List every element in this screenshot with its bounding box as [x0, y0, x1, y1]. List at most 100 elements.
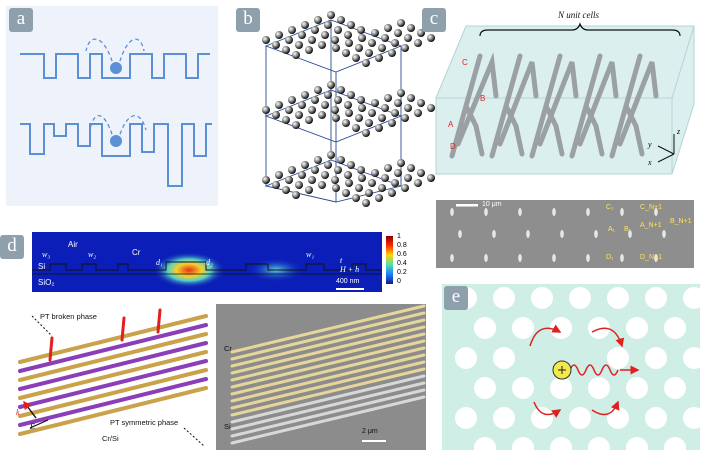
- lattice-atom: [262, 106, 270, 114]
- lattice-atom: [368, 179, 376, 187]
- lattice-atom: [375, 54, 383, 62]
- lattice-atom: [355, 114, 363, 122]
- sem-spot: [654, 208, 658, 216]
- lattice-atom: [311, 166, 319, 174]
- lattice-atom: [337, 16, 345, 24]
- lattice-atom: [272, 111, 280, 119]
- w3-label: w₃: [42, 250, 51, 259]
- sem-grating-rod: [230, 346, 426, 396]
- lattice-atom: [381, 174, 389, 182]
- lattice-atom: [298, 101, 306, 109]
- lattice-atom: [417, 99, 425, 107]
- lattice-atom: [332, 184, 340, 192]
- pt-rod: [18, 377, 208, 427]
- lattice-atom: [417, 169, 425, 177]
- lattice-atom: [381, 34, 389, 42]
- lattice-atom: [285, 106, 293, 114]
- lattice-atom: [327, 81, 335, 89]
- panel-b-3d-lattice: [262, 11, 435, 207]
- lattice-atom: [311, 96, 319, 104]
- crystal-hole: [626, 317, 648, 339]
- lattice-atom: [285, 176, 293, 184]
- sem-si-label: Si: [224, 422, 231, 431]
- panel-e: e: [442, 284, 700, 450]
- crystal-hole: [493, 287, 515, 309]
- lattice-atom: [324, 161, 332, 169]
- lattice-atom: [362, 199, 370, 207]
- d1-label: d₁: [156, 258, 163, 267]
- sem-spot: [484, 208, 488, 216]
- lattice-cage-lines: [264, 19, 403, 203]
- sem-spot: [484, 254, 488, 262]
- lattice-atom: [331, 36, 339, 44]
- lattice-atom: [352, 124, 360, 132]
- lattice-atom: [365, 189, 373, 197]
- sem-spot: [518, 208, 522, 216]
- lattice-atom: [391, 109, 399, 117]
- lattice-atom: [352, 54, 360, 62]
- lattice-atom: [397, 89, 405, 97]
- pt-rod: [18, 332, 208, 382]
- lattice-atom: [375, 194, 383, 202]
- sem-spot: [450, 254, 454, 262]
- lattice-atom: [292, 121, 300, 129]
- lattice-atom: [295, 111, 303, 119]
- dotted-boundary-top: [31, 315, 53, 337]
- emitter: [552, 360, 640, 380]
- lattice-atom: [347, 161, 355, 169]
- pt-marker: [48, 336, 54, 362]
- panel-c: c N unit cells C B A D z y x 10 μm C₁ A₁…: [422, 6, 700, 278]
- lattice-atom: [407, 164, 415, 172]
- lattice-atom: [378, 114, 386, 122]
- crystal-hole: [569, 407, 591, 429]
- lattice-atom: [308, 106, 316, 114]
- lattice-atom: [314, 16, 322, 24]
- panel-label-d: d: [0, 235, 24, 259]
- lattice-atom: [292, 51, 300, 59]
- crystal-hole: [645, 407, 667, 429]
- crystal-hole: [531, 287, 553, 309]
- panel-e-photonic-crystal: [455, 287, 700, 450]
- pt-rod: [18, 359, 208, 409]
- sem-label-b1: B₁: [624, 226, 632, 233]
- lattice-atom: [427, 174, 435, 182]
- crystal-hole: [664, 377, 686, 399]
- lattice-atom: [288, 26, 296, 34]
- lattice-atom: [342, 119, 350, 127]
- panel-a-lattice-diagram: [20, 38, 212, 187]
- panel-d-field-map: [6, 232, 426, 450]
- lattice-atom: [334, 96, 342, 104]
- lattice-atom: [368, 39, 376, 47]
- t-label: t: [340, 256, 343, 265]
- lattice-atom: [345, 39, 353, 47]
- grating-profile: [32, 261, 382, 271]
- lattice-atom: [314, 86, 322, 94]
- sem-label-an1: A_N+1: [640, 222, 662, 229]
- lattice-atom: [394, 29, 402, 37]
- lattice-atom: [327, 151, 335, 159]
- crystal-hole: [512, 377, 534, 399]
- sem-grating-rod: [230, 339, 426, 389]
- crystal-hole: [607, 407, 629, 429]
- point-label-b: B: [480, 94, 486, 103]
- crystal-hole: [683, 287, 700, 309]
- lattice-atom: [368, 109, 376, 117]
- colorbar: [386, 236, 393, 284]
- sem-label-c1: C₁: [606, 204, 614, 211]
- panel-label-e: e: [444, 286, 468, 310]
- sem-grating-rod: [230, 304, 426, 354]
- sem-grating-rod: [230, 325, 426, 375]
- lattice-atom: [305, 46, 313, 54]
- w2-label: w₂: [88, 250, 97, 259]
- colorbar-tick-06: 0.6: [397, 251, 407, 258]
- lattice-atom: [308, 36, 316, 44]
- lattice-atom: [334, 166, 342, 174]
- lattice-atom: [327, 11, 335, 19]
- sem-spot: [560, 230, 564, 238]
- lattice-atom: [282, 186, 290, 194]
- sem-spot: [654, 254, 658, 262]
- crystal-hole: [607, 287, 629, 309]
- lattice-atom: [394, 99, 402, 107]
- sem-label-bn1: B_N+1: [670, 218, 692, 225]
- d2-label: d₂: [206, 258, 213, 267]
